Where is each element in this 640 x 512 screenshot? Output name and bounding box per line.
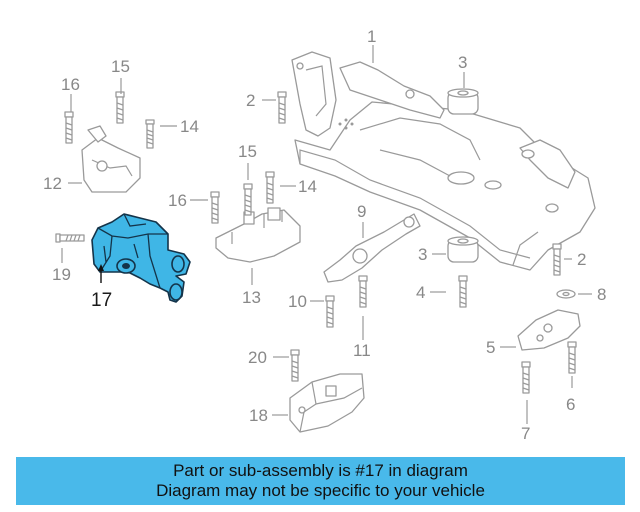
torque-rod-part: [323, 213, 421, 283]
callout-labels: 1 2 2 3 3 4 5 6 7 8 9 10 11 12 13 14 14 …: [43, 27, 606, 443]
callout-3-upper: 3: [458, 53, 467, 72]
callout-14-lower: 14: [298, 177, 317, 196]
callout-2-lower: 2: [577, 250, 586, 269]
callout-19: 19: [52, 265, 71, 284]
callout-18: 18: [249, 406, 268, 425]
washer-part: [556, 289, 576, 299]
info-banner: Part or sub-assembly is #17 in diagram D…: [16, 457, 625, 505]
banner-line-disclaimer: Diagram may not be specific to your vehi…: [156, 481, 485, 500]
callout-17-highlighted: 17: [91, 290, 112, 311]
callout-12: 12: [43, 174, 62, 193]
engine-mount-part: [81, 125, 141, 193]
callout-16-upper: 16: [61, 75, 80, 94]
rubber-mount-lower-part: [447, 236, 479, 263]
mount-block-part: [289, 373, 365, 433]
callout-4: 4: [416, 283, 425, 302]
callout-20: 20: [248, 348, 267, 367]
rubber-mount-upper-part: [447, 88, 479, 115]
small-bracket-part: [517, 309, 581, 351]
callout-9: 9: [357, 202, 366, 221]
callout-1: 1: [367, 27, 376, 46]
crossmember-part: [291, 51, 596, 271]
callout-2-upper: 2: [246, 91, 255, 110]
callout-15-upper: 15: [111, 57, 130, 76]
bracket-part: [215, 207, 301, 263]
callout-11: 11: [353, 341, 371, 360]
callout-3-lower: 3: [418, 245, 427, 264]
parts-diagram: 1 2 2 3 3 4 5 6 7 8 9 10 11 12 13 14 14 …: [43, 27, 606, 443]
callout-13: 13: [242, 288, 261, 307]
callout-15-lower: 15: [238, 142, 257, 161]
leader-lines: [61, 45, 592, 424]
callout-10: 10: [288, 292, 307, 311]
callout-16-lower: 16: [168, 191, 187, 210]
callout-14-upper: 14: [180, 117, 199, 136]
callout-8: 8: [597, 285, 606, 304]
callout-5: 5: [486, 338, 495, 357]
banner-line-part-number: Part or sub-assembly is #17 in diagram: [173, 461, 468, 480]
callout-6: 6: [566, 395, 575, 414]
callout-7: 7: [521, 424, 530, 443]
transmission-mount-highlighted[interactable]: [91, 213, 191, 303]
